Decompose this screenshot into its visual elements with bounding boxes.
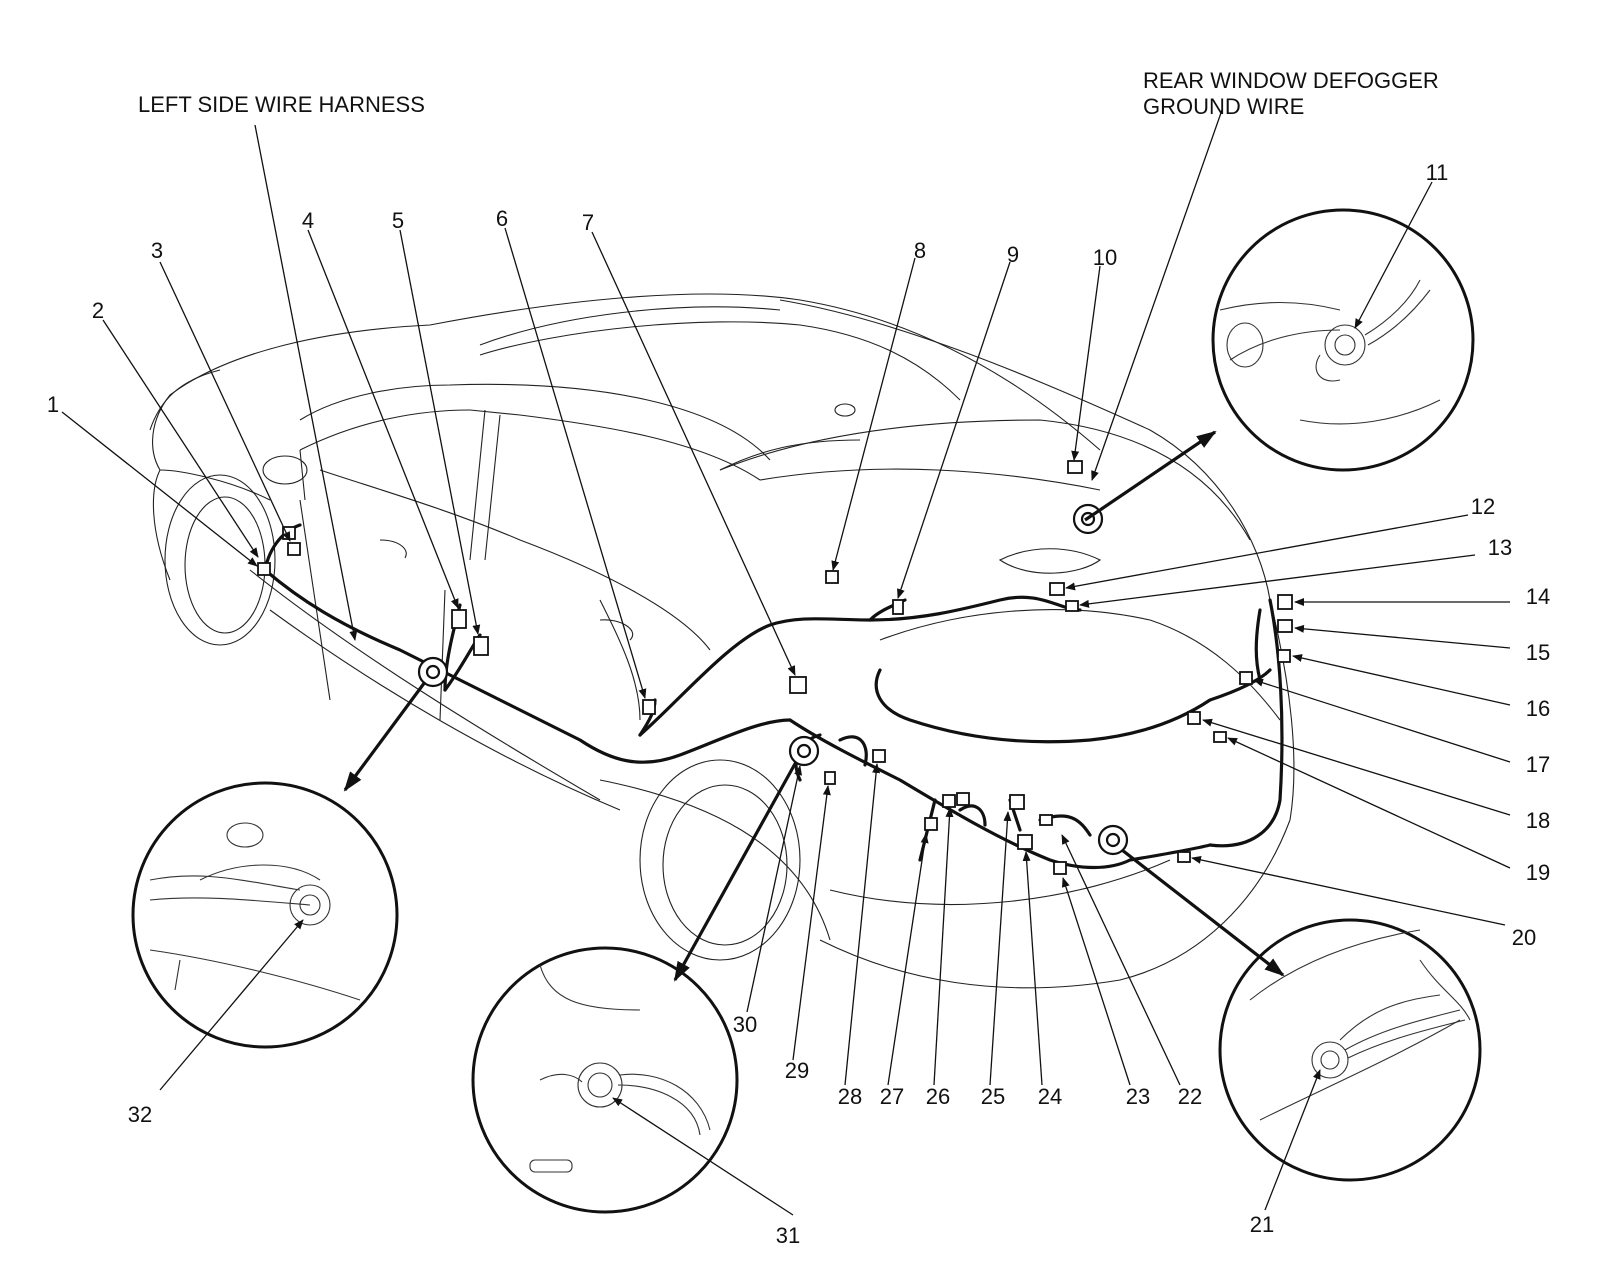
- callout-27: 27: [880, 1084, 904, 1109]
- connector-15: [1277, 619, 1293, 633]
- connector-26b: [942, 794, 956, 808]
- connector-14: [1277, 594, 1293, 610]
- callout-7: 7: [582, 210, 594, 235]
- connector-9: [892, 599, 904, 615]
- defogger-label-line2: GROUND WIRE: [1143, 94, 1304, 119]
- detail-circle-31: [471, 946, 739, 1214]
- callout-24: 24: [1038, 1084, 1062, 1109]
- callout-30: 30: [733, 1012, 757, 1037]
- connector-16: [1277, 649, 1291, 663]
- detail-circle-11: [1211, 208, 1475, 472]
- callout-4: 4: [302, 208, 314, 233]
- leader-lines: [61, 109, 1511, 1216]
- connector-23: [1053, 861, 1067, 875]
- connector-13: [1065, 600, 1079, 612]
- connector-10: [1067, 460, 1083, 474]
- connector-29: [824, 771, 836, 785]
- callout-23: 23: [1126, 1084, 1150, 1109]
- callout-numbers: 1 2 3 4 5 6 7 8 9 10 11 12 13 14 15 16 1…: [47, 160, 1550, 1248]
- callout-3: 3: [151, 238, 163, 263]
- connector-6: [642, 699, 656, 715]
- callout-31: 31: [776, 1223, 800, 1248]
- connector-28: [872, 749, 886, 763]
- title-labels: LEFT SIDE WIRE HARNESS REAR WINDOW DEFOG…: [138, 68, 1439, 119]
- connectors: [257, 460, 1293, 875]
- connector-27: [924, 817, 938, 831]
- connector-1: [257, 562, 271, 576]
- connector-12: [1049, 582, 1065, 596]
- callout-9: 9: [1007, 242, 1019, 267]
- detail-circle-32: [131, 781, 399, 1049]
- connector-18: [1187, 711, 1201, 725]
- detail-circle-21: [1218, 918, 1482, 1182]
- callout-21: 21: [1250, 1212, 1274, 1237]
- callout-26: 26: [926, 1084, 950, 1109]
- connector-20: [1177, 851, 1191, 863]
- callout-32: 32: [128, 1102, 152, 1127]
- callout-18: 18: [1526, 808, 1550, 833]
- connector-22: [1039, 814, 1053, 826]
- callout-16: 16: [1526, 696, 1550, 721]
- callout-25: 25: [981, 1084, 1005, 1109]
- connector-24: [1017, 834, 1033, 850]
- callout-13: 13: [1488, 535, 1512, 560]
- callout-22: 22: [1178, 1084, 1202, 1109]
- connector-17: [1239, 671, 1253, 685]
- left-side-wire-harness-label: LEFT SIDE WIRE HARNESS: [138, 92, 425, 117]
- connector-26: [956, 792, 970, 806]
- connector-4: [451, 609, 467, 629]
- callout-19: 19: [1526, 860, 1550, 885]
- connector-5: [473, 636, 489, 656]
- connector-7: [789, 676, 807, 694]
- connector-25: [1009, 794, 1025, 810]
- connector-19: [1213, 731, 1227, 743]
- callout-10: 10: [1093, 245, 1117, 270]
- callout-1: 1: [47, 392, 59, 417]
- callout-20: 20: [1512, 925, 1536, 950]
- callout-11: 11: [1426, 160, 1449, 185]
- connector-2: [287, 542, 301, 556]
- connector-8: [825, 570, 839, 584]
- callout-14: 14: [1526, 584, 1550, 609]
- callout-12: 12: [1471, 494, 1495, 519]
- callout-17: 17: [1526, 752, 1550, 777]
- callout-5: 5: [392, 208, 404, 233]
- callout-15: 15: [1526, 640, 1550, 665]
- callout-29: 29: [785, 1058, 809, 1083]
- callout-2: 2: [92, 298, 104, 323]
- callout-8: 8: [914, 238, 926, 263]
- detail-arrows: [343, 430, 1285, 982]
- callout-6: 6: [496, 206, 508, 231]
- defogger-label-line1: REAR WINDOW DEFOGGER: [1143, 68, 1439, 93]
- callout-28: 28: [838, 1084, 862, 1109]
